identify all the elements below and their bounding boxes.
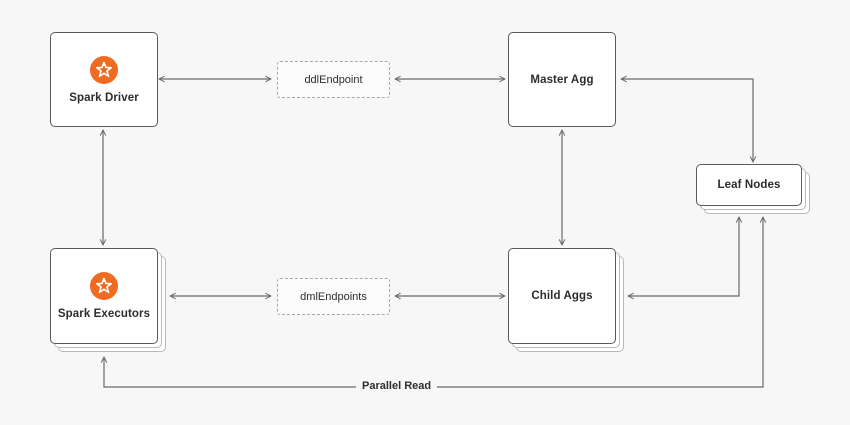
spark-logo-icon <box>90 272 118 300</box>
edge-child-leaf <box>628 217 739 296</box>
child-aggs-label: Child Aggs <box>531 290 593 302</box>
spark-driver-node[interactable]: Spark Driver <box>50 32 158 127</box>
edge-master-leaf <box>621 79 753 162</box>
child-aggs-node[interactable]: Child Aggs <box>508 248 616 344</box>
edge-parallel-read <box>104 217 763 388</box>
master-agg-node[interactable]: Master Agg <box>508 32 616 127</box>
leaf-nodes-node[interactable]: Leaf Nodes <box>696 164 802 206</box>
dml-endpoints[interactable]: dmlEndpoints <box>277 278 390 315</box>
master-agg-label: Master Agg <box>530 73 594 86</box>
spark-logo-icon <box>90 55 118 84</box>
leaf-nodes-label: Leaf Nodes <box>717 179 781 191</box>
spark-driver-label: Spark Driver <box>69 91 139 104</box>
parallel-read-label: Parallel Read <box>356 380 438 392</box>
spark-executors-label: Spark Executors <box>57 308 151 320</box>
ddl-endpoint[interactable]: ddlEndpoint <box>277 61 390 98</box>
spark-executors-node[interactable]: Spark Executors <box>50 248 158 344</box>
